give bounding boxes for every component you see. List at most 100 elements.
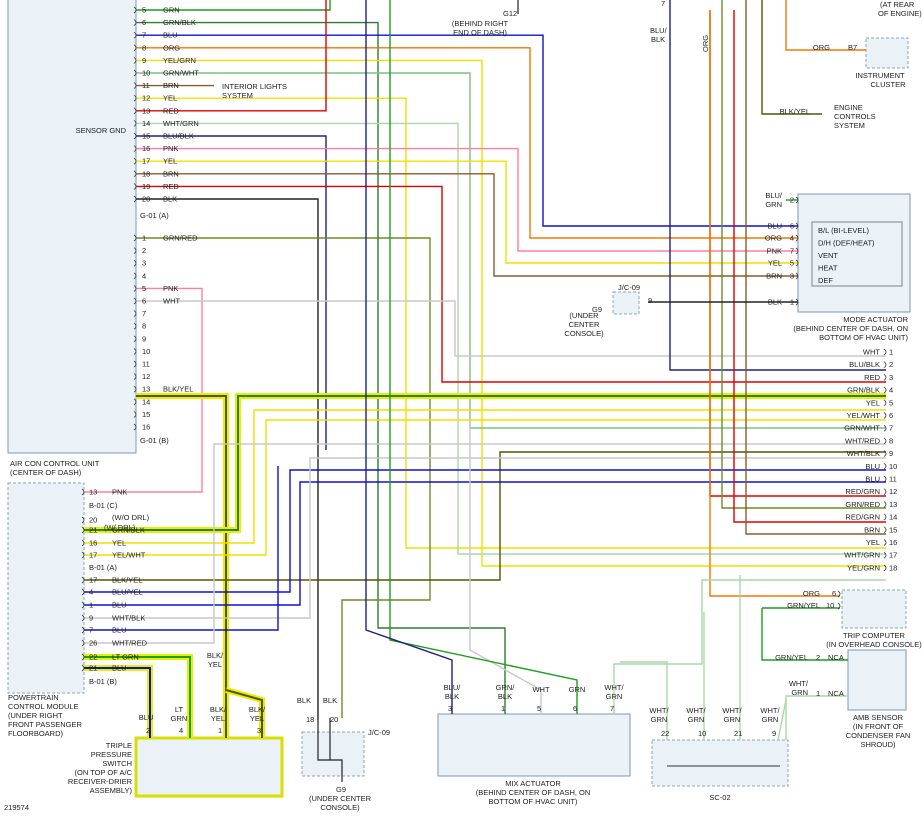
ecs-label-3: SYSTEM — [834, 121, 865, 130]
mode-pin-0-color2: GRN — [765, 200, 782, 209]
g9b-l1: (UNDER CENTER — [309, 794, 372, 803]
mix-pin-3-number: 6 — [573, 704, 577, 713]
acu-pin-0-color: GRN — [163, 6, 180, 15]
pcm-pin-10-connector — [81, 639, 85, 647]
jc-upper-pin: 9 — [648, 296, 652, 305]
pcm-label-l2: CONTROL MODULE — [8, 702, 79, 711]
rs-pin-6-number: 7 — [889, 424, 893, 433]
wire-blu-21-pcm — [84, 667, 151, 738]
rs-pin-3-color: GRN/BLK — [847, 386, 880, 395]
pcm-pin-6-number: 4 — [89, 588, 93, 597]
jc-09-upper-box — [612, 291, 640, 315]
wire-blk-yel-ecs — [761, 0, 822, 115]
wire-grn-blk-main — [84, 395, 886, 531]
rs-pin-11-color: RED/GRN — [845, 487, 880, 496]
acu-pin-23-number: 8 — [142, 322, 146, 331]
mode-pin-0-number: 2 — [790, 196, 794, 205]
pcm-pin-8-color: WHT/BLK — [112, 614, 145, 623]
wire-wht-acu — [136, 300, 886, 357]
rs-pin-13-color: RED/GRN — [845, 513, 880, 522]
g9a-l1: (UNDER — [569, 311, 599, 320]
rs-pin-2-color: RED — [864, 373, 880, 382]
ils-label-1: INTERIOR LIGHTS — [222, 82, 287, 91]
wire-grn-wht-10 — [136, 72, 886, 429]
mode-pin-2-color: ORG — [765, 234, 782, 243]
acu-pin-20-color: PNK — [163, 284, 178, 293]
ils-label-2: SYSTEM — [222, 91, 253, 100]
wire-blu-blk-right — [669, 0, 886, 371]
amb-pin-1-color: WHT/ — [789, 679, 809, 688]
pcm-pin-7-color: BLU — [112, 601, 127, 610]
acu-pin-28-color: BLK/YEL — [163, 385, 193, 394]
acu-pin-14-color: RED — [163, 182, 179, 191]
wire-brn-15 — [745, 0, 886, 535]
sc-pin-1-color: WHT/ — [686, 706, 706, 715]
amb-label-l2: (IN FRONT OF — [853, 722, 904, 731]
wire-yel-pcm — [84, 409, 886, 544]
mix-pin-0-color2: BLK — [445, 692, 459, 701]
rs-pin-13-connector — [883, 513, 887, 521]
acu-pin-14-number: 19 — [142, 182, 150, 191]
mix-pin-1-color2: BLK — [498, 692, 512, 701]
wire-traces — [84, 0, 886, 782]
acu-pin-30-number: 15 — [142, 410, 150, 419]
rs-pin-5-number: 6 — [889, 411, 893, 420]
acu-pin-17-connector — [133, 247, 137, 254]
wire-grn — [136, 0, 331, 11]
amb-label-l3: CONDENSER FAN — [846, 731, 911, 740]
acu-conn-a: G-01 (A) — [140, 211, 169, 220]
rs-pin-1-number: 2 — [889, 360, 893, 369]
wire-blk-jc — [317, 720, 330, 761]
wire-org-trip — [709, 10, 840, 597]
acu-pin-15-number: 20 — [142, 195, 150, 204]
pcm-label-l1: POWERTRAIN — [8, 693, 59, 702]
acu-pin-15-color: BLK — [163, 195, 177, 204]
rs-pin-5-color: YEL/WHT — [847, 411, 881, 420]
mix-pin-4-color: WHT/ — [604, 683, 624, 692]
wire-wht-mix — [469, 420, 542, 714]
acu-pin-14-connector — [133, 183, 137, 190]
wire-wht-grn-14 — [136, 122, 886, 555]
wire-blk-yel-branch — [225, 689, 263, 738]
amb-sensor-box — [847, 649, 907, 711]
acu-conn-b: G-01 (B) — [140, 436, 169, 445]
wire-wht-red-pcm — [84, 443, 886, 644]
rs-pin-14-color: BRN — [864, 525, 880, 534]
figure-id: 219574 — [4, 803, 29, 812]
cluster-pin: B7 — [848, 43, 857, 52]
sc-pin-1-number: 10 — [698, 729, 706, 738]
pcm-wo-drl: (W/O DRL) — [112, 513, 150, 522]
mix-pin-4-number: 7 — [610, 704, 614, 713]
acu-pin-19-number: 4 — [142, 271, 146, 280]
acu-pin-26-number: 11 — [142, 360, 150, 369]
acu-pin-12-color: YEL — [163, 157, 177, 166]
cluster-wire-color: ORG — [813, 43, 830, 52]
triple-pressure-switch-box — [134, 736, 284, 798]
pcm-pin-9-number: 7 — [89, 626, 93, 635]
tps-pin-0-number: 2 — [146, 726, 150, 735]
rs-pin-7-connector — [883, 437, 887, 445]
rs-pin-14-number: 15 — [889, 525, 897, 534]
jc-lower-pin-20: 20 — [330, 715, 338, 724]
mode-pin-0-color: BLU/ — [765, 191, 783, 200]
pcm-pin-6-connector — [81, 588, 85, 596]
acu-pin-16-connector — [133, 234, 137, 242]
pcm-pin-1-number: 20 — [89, 516, 97, 525]
ecs-label-1: ENGINE — [834, 103, 863, 112]
sc-pin-2-color: WHT/ — [722, 706, 742, 715]
sc-pin-3-number: 9 — [772, 729, 776, 738]
pcm-pin-0-color: PNK — [112, 488, 127, 497]
pcm-pin-3-number: 16 — [89, 539, 97, 548]
acu-pin-13-connector — [133, 170, 137, 178]
acu-pin-7-number: 12 — [142, 94, 150, 103]
acu-pin-3-number: 8 — [142, 43, 146, 52]
trip-pin-1-connector — [837, 602, 841, 610]
pcm-pin-8-connector — [81, 614, 85, 622]
wire-yel-12 — [136, 97, 886, 549]
acu-pin-13-number: 18 — [142, 169, 150, 178]
rs-pin-15-color: YEL — [866, 538, 880, 547]
top-pin7: 7 — [661, 0, 665, 8]
sc-pin-3-color2: GRN — [762, 715, 779, 724]
mode-pin-6-number: 1 — [790, 298, 794, 307]
amb-pin-1-number: 1 — [816, 689, 820, 698]
